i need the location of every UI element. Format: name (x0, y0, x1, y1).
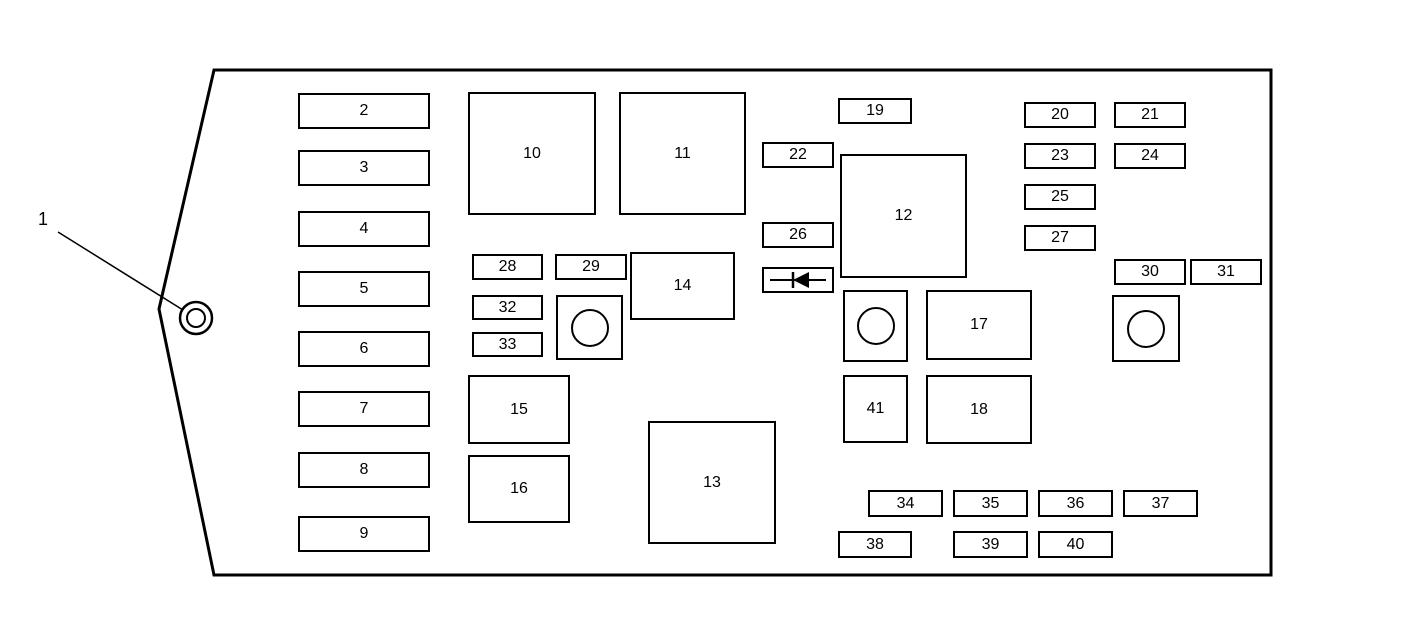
relay-socket-right (1112, 295, 1180, 362)
fuse-2: 2 (298, 93, 430, 129)
fuse-3: 3 (298, 150, 430, 186)
relay-10: 10 (468, 92, 596, 215)
fuse-36: 36 (1038, 490, 1113, 517)
relay-13: 13 (648, 421, 776, 544)
fuse-24: 24 (1114, 143, 1186, 169)
relay-18: 18 (926, 375, 1032, 444)
fuse-37: 37 (1123, 490, 1198, 517)
fuse-30: 30 (1114, 259, 1186, 285)
fuse-33: 33 (472, 332, 543, 357)
fuse-9: 9 (298, 516, 430, 552)
mounting-hole-icon (178, 300, 214, 336)
fuse-8: 8 (298, 452, 430, 488)
fuse-7: 7 (298, 391, 430, 427)
relay-16: 16 (468, 455, 570, 523)
relay-socket-middle (843, 290, 908, 362)
fuse-38: 38 (838, 531, 912, 558)
diode-box (762, 267, 834, 293)
fuse-31: 31 (1190, 259, 1262, 285)
relay-circle-icon (1127, 309, 1165, 348)
fuse-22: 22 (762, 142, 834, 168)
fuse-39: 39 (953, 531, 1028, 558)
fuse-5: 5 (298, 271, 430, 307)
fuse-32: 32 (472, 295, 543, 320)
fuse-26: 26 (762, 222, 834, 248)
callout-1-label: 1 (38, 209, 49, 229)
relay-circle-icon (570, 308, 609, 347)
relay-12: 12 (840, 154, 967, 278)
fuse-21: 21 (1114, 102, 1186, 128)
relay-17: 17 (926, 290, 1032, 360)
relay-41: 41 (843, 375, 908, 443)
fuse-4: 4 (298, 211, 430, 247)
callout-leader-line (57, 231, 184, 311)
mounting-hole-inner-ring (186, 308, 206, 328)
fuse-25: 25 (1024, 184, 1096, 210)
fuse-panel-outline (157, 68, 1273, 577)
diode-icon (770, 272, 826, 288)
fuse-28: 28 (472, 254, 543, 280)
fuse-35: 35 (953, 490, 1028, 517)
relay-11: 11 (619, 92, 746, 215)
relay-14: 14 (630, 252, 735, 320)
fuse-6: 6 (298, 331, 430, 367)
relay-15: 15 (468, 375, 570, 444)
fuse-34: 34 (868, 490, 943, 517)
fuse-23: 23 (1024, 143, 1096, 169)
fuse-27: 27 (1024, 225, 1096, 251)
relay-socket-left (556, 295, 623, 360)
relay-circle-icon (856, 307, 895, 345)
fuse-29: 29 (555, 254, 627, 280)
fuse-19: 19 (838, 98, 912, 124)
fuse-40: 40 (1038, 531, 1113, 558)
fuse-20: 20 (1024, 102, 1096, 128)
